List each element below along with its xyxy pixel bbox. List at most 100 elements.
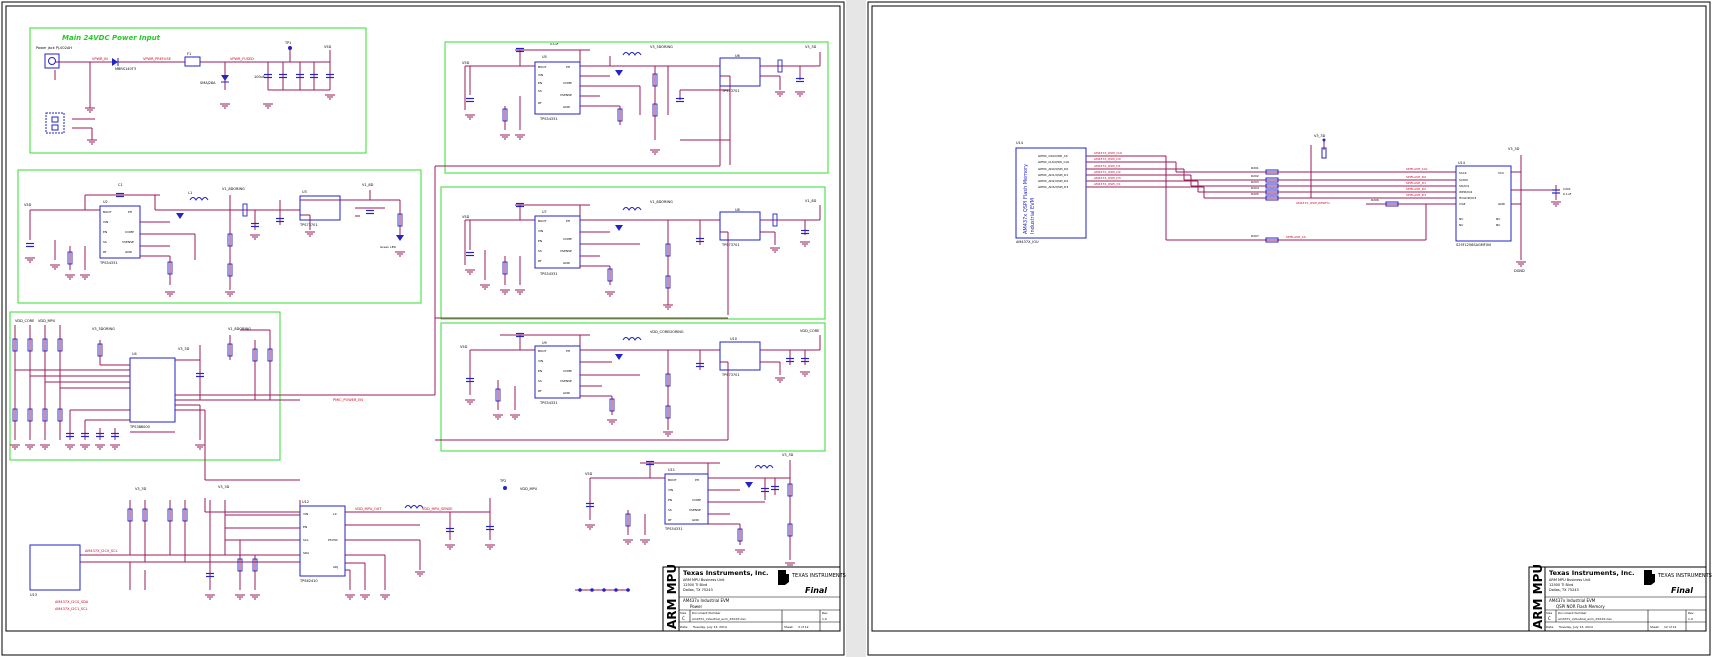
net-vdd-mpu-sense: VDD_MPU_SENSE	[422, 507, 452, 511]
svg-text:GND: GND	[563, 391, 571, 395]
svg-text:ARM MPU: ARM MPU	[665, 564, 679, 629]
svg-text:F1: F1	[187, 52, 191, 56]
svg-text:V5D: V5D	[460, 345, 468, 349]
net-right-4: SPIFLASH_D3	[1406, 193, 1426, 197]
svg-text:SI/IO0: SI/IO0	[1459, 178, 1468, 182]
svg-text:R207: R207	[1251, 234, 1259, 238]
svg-text:TPS54331: TPS54331	[539, 117, 558, 121]
svg-text:NC: NC	[1459, 223, 1463, 227]
sheet-outer-border	[867, 1, 1711, 656]
svg-text:SS: SS	[668, 508, 672, 512]
gnd-symbols-main	[84, 94, 336, 145]
svg-text:R206: R206	[1371, 198, 1379, 202]
sheet-outer-border	[1, 1, 845, 656]
svg-text:AM437X_IOU: AM437X_IOU	[1016, 240, 1039, 244]
ti-logo-text: TEXAS INSTRUMENTS	[1657, 573, 1712, 579]
svg-text:COMP: COMP	[692, 498, 701, 502]
svg-text:Green LED: Green LED	[380, 245, 397, 249]
net-i2c-scl: AM437X_I2C0_SCL	[85, 549, 118, 553]
svg-text:Rev: Rev	[1688, 611, 1694, 615]
svg-text:U8: U8	[735, 208, 740, 212]
net-vpwr-fused: VPWR_FUSED	[230, 57, 254, 61]
net-pmic-power-en: PMIC_POWER_EN	[333, 398, 363, 402]
svg-text:EN: EN	[538, 81, 542, 85]
svg-text:V5D: V5D	[24, 203, 32, 207]
pmic-block: U12 TPS62410 VIN EN SCL SDA LX PSYNC ADJ…	[29, 479, 538, 611]
svg-text:Date:: Date:	[1546, 625, 1554, 629]
svg-text:R203: R203	[1251, 180, 1259, 184]
svg-text:Final: Final	[1671, 586, 1693, 595]
power-schematic: Main 24VDC Power Input Power jack PJ-002…	[1, 1, 846, 656]
svg-text:V3_3D: V3_3D	[218, 485, 230, 489]
svg-text:PH: PH	[566, 219, 570, 223]
svg-text:S25FL256SAGMFI00: S25FL256SAGMFI00	[1456, 243, 1491, 247]
svg-text:ARM MPU: ARM MPU	[1531, 564, 1545, 629]
svg-text:COMP: COMP	[563, 369, 572, 373]
series-resistors: R201 R202 R203 R204 R205 R206 R207	[1251, 147, 1399, 243]
buck-converter-a: U5 TPS54331 BOOT VIN EN SS RT PH COMP VS…	[462, 42, 821, 165]
svg-text:TPS54331: TPS54331	[539, 272, 558, 276]
svg-text:SCL: SCL	[303, 538, 309, 542]
power-sequencer: U4 TPS386000 VDD_CORE VDD_MPU V3_3DORING…	[9, 86, 728, 481]
svg-text:BOOT: BOOT	[668, 478, 677, 482]
net-i2c-sda: AM437X_I2C0_SDA	[55, 600, 89, 604]
svg-text:Size: Size	[680, 611, 686, 615]
svg-text:V1_8DORING: V1_8DORING	[650, 200, 673, 204]
svg-text:TPS73701: TPS73701	[721, 373, 740, 377]
svg-text:VCC: VCC	[1498, 171, 1504, 175]
net-left-5: AM437X_QSPI_CS	[1094, 182, 1120, 186]
svg-text:3 of 12: 3 of 12	[798, 625, 809, 629]
svg-text:V1_8D: V1_8D	[805, 199, 817, 203]
svg-text:TP1: TP1	[284, 41, 291, 45]
svg-text:Document Number: Document Number	[1558, 611, 1587, 615]
svg-text:GND: GND	[692, 518, 700, 522]
svg-text:100uF: 100uF	[254, 75, 265, 79]
svg-text:Rev: Rev	[822, 611, 828, 615]
sheet-inner-border	[871, 5, 1707, 632]
svg-text:VSENSE: VSENSE	[122, 240, 134, 244]
svg-text:R201: R201	[1251, 166, 1259, 170]
svg-text:EN: EN	[303, 525, 307, 529]
svg-text:TPS73701: TPS73701	[299, 223, 318, 227]
svg-text:VIN: VIN	[103, 220, 108, 224]
svg-text:RT: RT	[668, 518, 672, 522]
svg-text:VSENSE: VSENSE	[560, 379, 572, 383]
svg-text:Size: Size	[1546, 611, 1552, 615]
svg-text:U10: U10	[730, 337, 737, 341]
svg-text:VSENSE: VSENSE	[689, 508, 701, 512]
svg-text:NC: NC	[1496, 223, 1500, 227]
svg-text:Dallas, TX 75243: Dallas, TX 75243	[683, 588, 713, 592]
svg-text:RT: RT	[538, 101, 542, 105]
svg-text:AM437x QSPI Flash Memory: AM437x QSPI Flash Memory	[1023, 164, 1029, 234]
svg-text:GND: GND	[1498, 202, 1506, 206]
net-vpwr-in: VPWR_IN	[92, 57, 108, 61]
svg-text:VDD_CORE: VDD_CORE	[15, 319, 34, 323]
svg-text:VDD_MPU: VDD_MPU	[520, 487, 538, 491]
svg-text:COMP: COMP	[125, 230, 134, 234]
svg-text:U12: U12	[302, 500, 309, 504]
svg-text:LX: LX	[333, 512, 337, 516]
svg-text:VIN: VIN	[538, 229, 543, 233]
svg-text:QSPI NOR Flash Memory: QSPI NOR Flash Memory	[1556, 604, 1605, 609]
svg-text:V1_8D: V1_8D	[362, 183, 374, 187]
svg-text:GND: GND	[563, 261, 571, 265]
svg-text:L1: L1	[188, 191, 192, 195]
qspi-wires	[1086, 140, 1557, 260]
section-boxes	[9, 27, 829, 461]
svg-text:Tuesday, July 13, 2014: Tuesday, July 13, 2014	[692, 625, 727, 629]
net-left-2: AM437X_QSPI_D1	[1094, 164, 1121, 168]
svg-text:PH: PH	[695, 478, 699, 482]
svg-text:1.0: 1.0	[1688, 617, 1693, 621]
qspi-flash-chip: U14 S25FL256SAGMFI00 SCLK SI/IO0 SO/IO1 …	[1455, 161, 1512, 247]
svg-text:V5D: V5D	[462, 61, 470, 65]
svg-text:GND: GND	[563, 105, 571, 109]
svg-text:RT: RT	[103, 250, 107, 254]
net-left-0: AM437X_QSPI_CLK	[1094, 151, 1123, 155]
svg-text:12500 TI Blvd: 12500 TI Blvd	[1549, 583, 1573, 587]
svg-text:COMP: COMP	[563, 237, 572, 241]
svg-text:RT: RT	[538, 389, 542, 393]
qspi-schematic: AM437x QSPI Flash Memory Industrial EVM …	[867, 1, 1712, 656]
svg-text:1.0: 1.0	[822, 617, 827, 621]
svg-text:U14: U14	[1458, 161, 1466, 165]
tvs-diode: SMAJ28A	[200, 75, 229, 85]
